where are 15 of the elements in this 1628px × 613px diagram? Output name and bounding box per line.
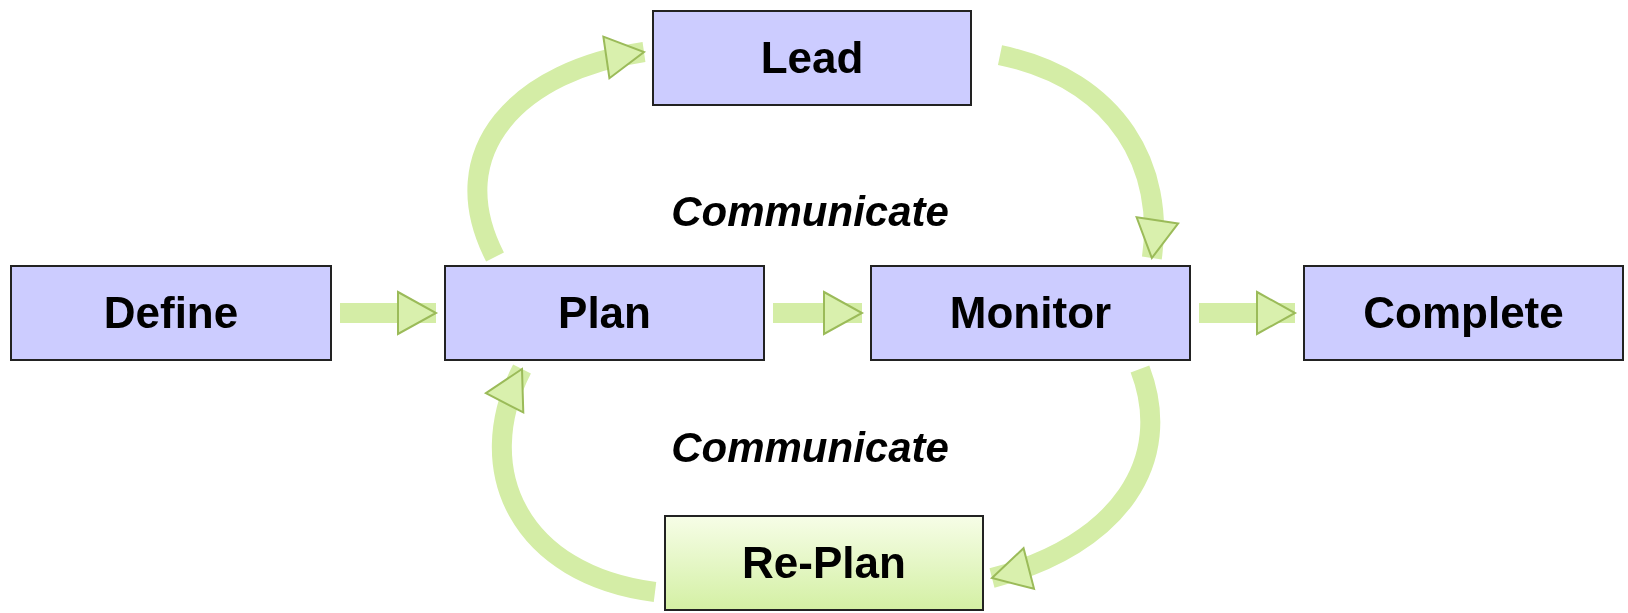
- process-box: Monitor: [870, 265, 1191, 361]
- block-arrow: [773, 291, 863, 335]
- process-box: Define: [10, 265, 332, 361]
- process-box: Plan: [444, 265, 765, 361]
- block-arrow: [486, 365, 657, 602]
- block-arrow: [1199, 291, 1296, 335]
- block-arrow: [340, 291, 437, 335]
- process-box: Re-Plan: [664, 515, 984, 611]
- block-arrow: [989, 366, 1161, 588]
- annotation-text: Communicate: [670, 423, 950, 473]
- block-arrow: [467, 37, 646, 261]
- process-box: Complete: [1303, 265, 1624, 361]
- annotation-text: Communicate: [670, 187, 950, 237]
- process-box: Lead: [652, 10, 972, 106]
- block-arrow: [997, 45, 1178, 259]
